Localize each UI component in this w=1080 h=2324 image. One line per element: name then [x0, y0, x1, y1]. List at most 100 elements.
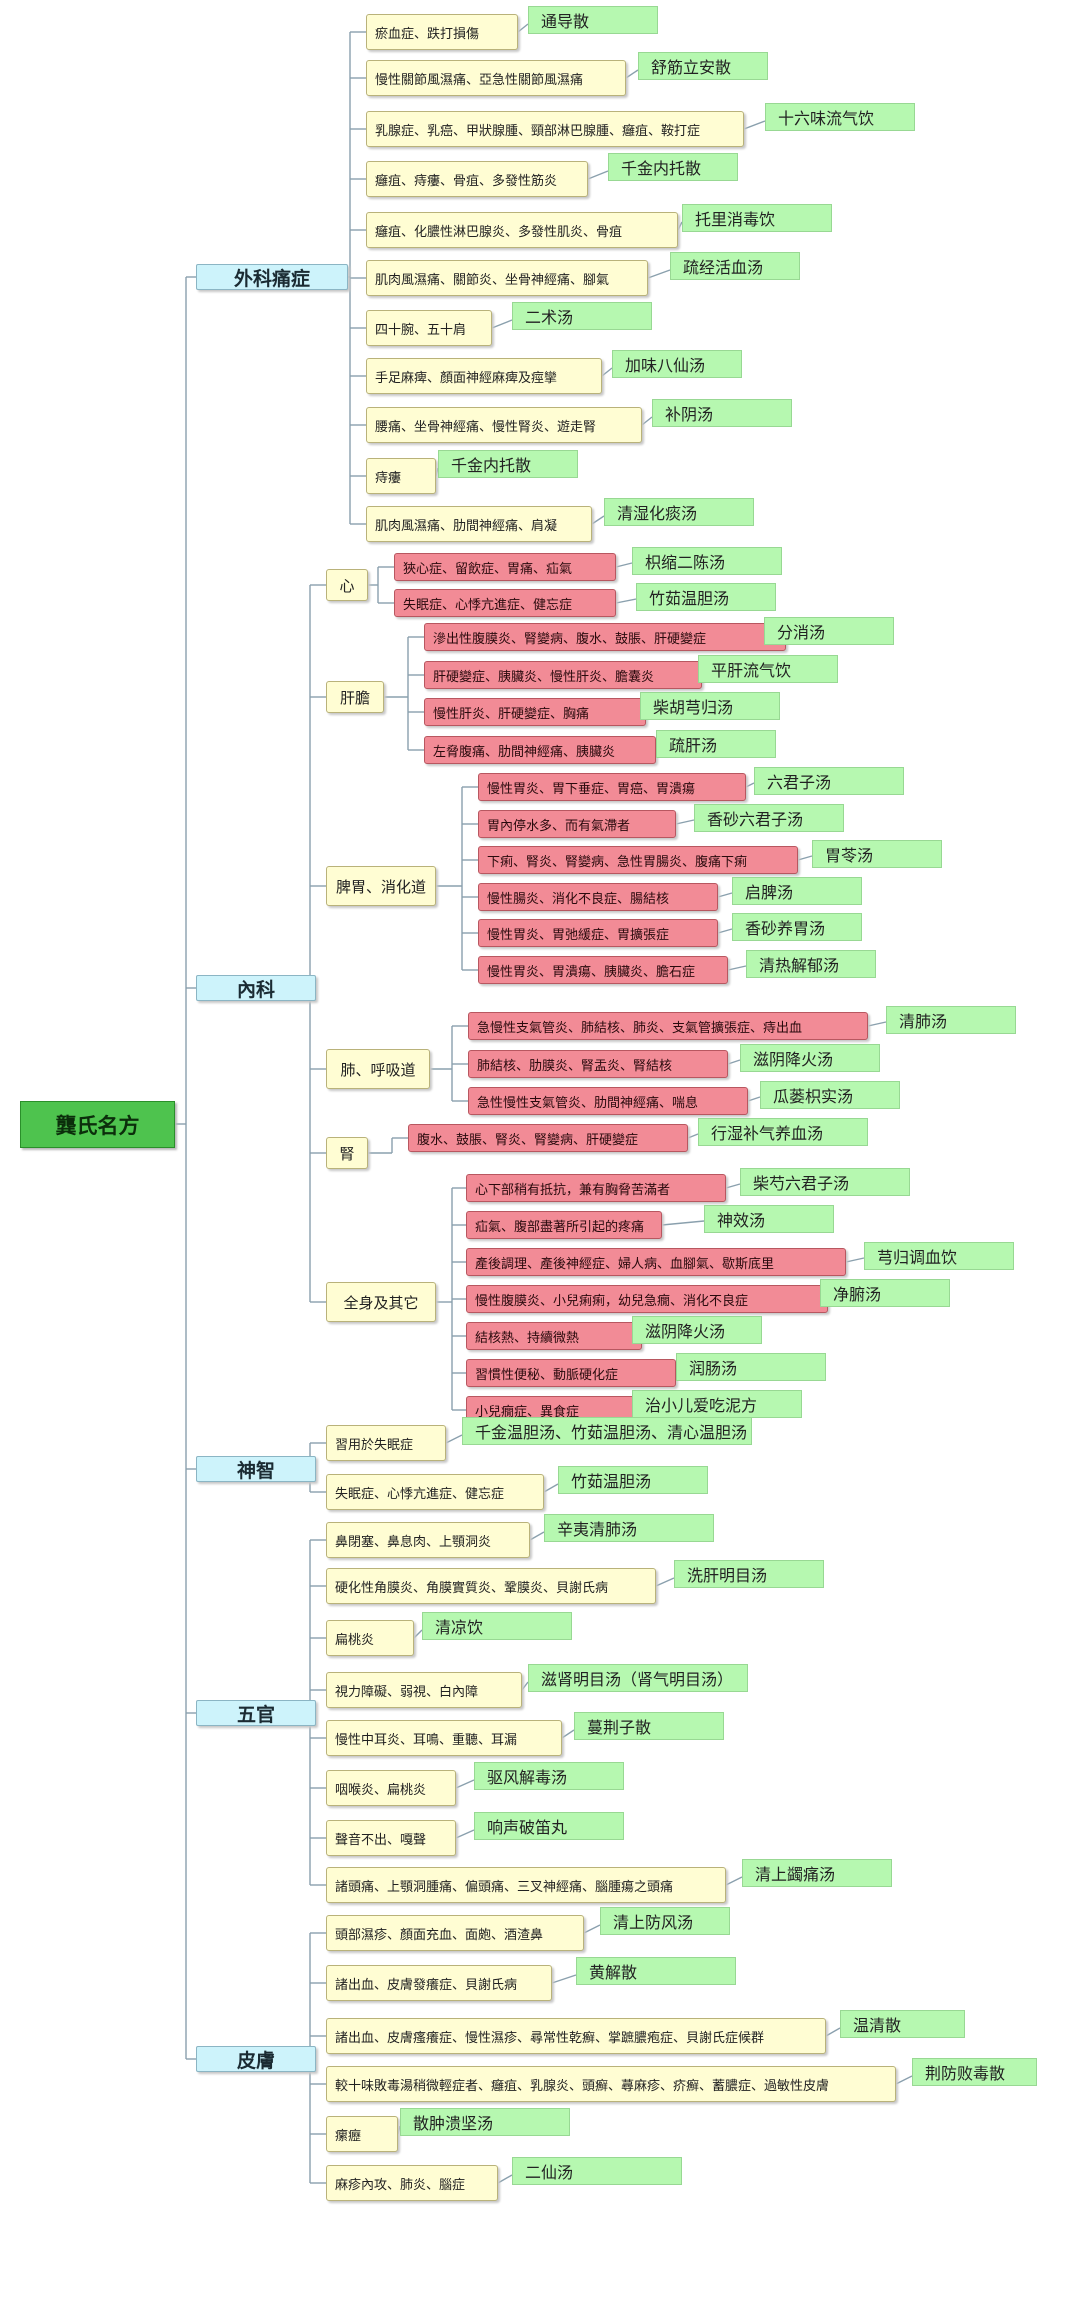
connector — [845, 1257, 865, 1263]
symptom-node: 硬化性角膜炎、角膜實質炎、鞏膜炎、貝謝氏病 — [326, 1568, 656, 1604]
connector — [529, 1531, 545, 1541]
connector — [717, 928, 733, 934]
prescription-node: 润肠汤 — [676, 1353, 826, 1381]
prescription-node: 竹茹温胆汤 — [558, 1466, 708, 1494]
prescription-node: 托里消毒饮 — [682, 204, 832, 232]
subcategory-0: 心 — [326, 569, 368, 601]
connector — [641, 416, 653, 426]
symptom-node: 下痢、腎炎、腎變病、急性胃腸炎、腹痛下痢 — [478, 846, 798, 874]
symptom-node: 胃內停水多、而有氣滯者 — [478, 810, 676, 838]
root-node: 龔氏名方 — [20, 1101, 175, 1148]
symptom-node: 疝氣、腹部盡著所引起的疼痛 — [466, 1211, 662, 1239]
prescription-node: 千金温胆汤、竹茹温胆汤、清心温胆汤 — [462, 1417, 752, 1445]
connector — [675, 819, 695, 825]
connector — [655, 1577, 675, 1587]
connector — [455, 1829, 475, 1839]
connector — [745, 782, 755, 788]
category-0: 外科痛症 — [196, 264, 348, 290]
prescription-node: 治小儿爱吃泥方 — [632, 1390, 802, 1418]
connector — [717, 892, 733, 898]
symptom-node: 慢性腸炎、消化不良症、腸結核 — [478, 883, 718, 911]
prescription-node: 神效汤 — [704, 1205, 834, 1233]
prescription-node: 舒筋立安散 — [638, 52, 768, 80]
prescription-node: 香砂六君子汤 — [694, 804, 844, 832]
connector — [661, 1220, 705, 1226]
prescription-node: 温清散 — [840, 2010, 965, 2038]
symptom-node: 諸出血、皮膚瘙癢症、慢性濕疹、尋常性乾癬、掌蹠膿疱症、貝謝氏症候群 — [326, 2018, 826, 2054]
prescription-node: 柴胡芎归汤 — [640, 692, 780, 720]
connector — [825, 2027, 841, 2037]
symptom-node: 視力障礙、弱視、白內障 — [326, 1672, 522, 1708]
subcategory-1: 肝膽 — [326, 681, 384, 713]
symptom-node: 慢性胃炎、胃下垂症、胃癌、胃潰瘍 — [478, 773, 746, 801]
symptom-node: 習用於失眠症 — [326, 1425, 446, 1461]
symptom-node: 心下部稍有抵抗，兼有胸脅苦滿者 — [466, 1174, 726, 1202]
prescription-node: 加味八仙汤 — [612, 350, 742, 378]
symptom-node: 麻疹內攻、肺炎、腦症 — [326, 2165, 498, 2201]
symptom-node: 癰疽、痔瘻、骨疽、多發性筋炎 — [366, 161, 588, 197]
symptom-node: 肝硬變症、胰臟炎、慢性肝炎、膽囊炎 — [424, 661, 702, 689]
connector — [551, 1974, 577, 1984]
prescription-node: 疏肝汤 — [656, 730, 776, 758]
prescription-node: 蔓荆子散 — [574, 1712, 724, 1740]
symptom-node: 癰疽、化膿性淋巴腺炎、多發性肌炎、骨疽 — [366, 212, 678, 248]
prescription-node: 净腑汤 — [820, 1279, 950, 1307]
connector — [561, 1729, 575, 1739]
symptom-node: 肌肉風濕痛、肋間神經痛、肩凝 — [366, 506, 592, 542]
prescription-node: 疏经活血汤 — [670, 252, 800, 280]
prescription-node: 清湿化痰汤 — [604, 498, 754, 526]
connector — [601, 367, 613, 377]
symptom-node: 扁桃炎 — [326, 1620, 414, 1656]
prescription-node: 二术汤 — [512, 302, 652, 330]
symptom-node: 腰痛、坐骨神經痛、慢性腎炎、遊走腎 — [366, 407, 642, 443]
connector — [583, 1924, 601, 1934]
prescription-node: 行湿补气养血汤 — [698, 1118, 868, 1146]
symptom-node: 頭部濕疹、顏面充血、面皰、酒渣鼻 — [326, 1915, 584, 1951]
symptom-node: 結核熱、持續微熱 — [466, 1322, 642, 1350]
prescription-node: 滋肾明目汤（肾气明目汤） — [528, 1664, 748, 1692]
prescription-node: 十六味流气饮 — [765, 103, 915, 131]
connector — [615, 562, 633, 568]
symptom-node: 手足麻痺、顏面神經麻痺及痙攣 — [366, 358, 602, 394]
prescription-node: 滋阴降火汤 — [740, 1044, 880, 1072]
prescription-node: 香砂养胃汤 — [732, 913, 862, 941]
subcategory-2: 脾胃、消化道 — [326, 866, 436, 906]
prescription-node: 清上防风汤 — [600, 1907, 730, 1935]
prescription-node: 洗肝明目汤 — [674, 1560, 824, 1588]
connector — [647, 269, 671, 279]
symptom-node: 習慣性便秘、動脈硬化症 — [466, 1359, 676, 1387]
prescription-node: 启脾汤 — [732, 877, 862, 905]
symptom-node: 鼻閉塞、鼻息肉、上顎洞炎 — [326, 1522, 530, 1558]
prescription-node: 清热解郁汤 — [746, 950, 876, 978]
symptom-node: 諸出血、皮膚發癢症、貝謝氏病 — [326, 1965, 552, 2001]
prescription-node: 平肝流气饮 — [698, 655, 838, 683]
connector — [895, 2075, 913, 2085]
prescription-node: 辛夷清肺汤 — [544, 1514, 714, 1542]
category-1: 內科 — [196, 975, 316, 1001]
connector — [625, 69, 639, 79]
symptom-node: 四十腕、五十肩 — [366, 310, 492, 346]
prescription-node: 滋阴降火汤 — [632, 1316, 762, 1344]
symptom-node: 痔瘻 — [366, 458, 436, 494]
symptom-node: 肺結核、肋膜炎、腎盂炎、腎結核 — [468, 1050, 728, 1078]
symptom-node: 諸頭痛、上顎洞腫痛、偏頭痛、三叉神經痛、腦腫瘍之頭痛 — [326, 1867, 726, 1903]
category-4: 皮膚 — [196, 2046, 316, 2072]
symptom-node: 失眠症、心悸亢進症、健忘症 — [394, 589, 616, 617]
subcategory-5: 全身及其它 — [326, 1282, 436, 1322]
category-3: 五官 — [196, 1700, 316, 1726]
connector — [497, 2174, 513, 2184]
prescription-node: 清肺汤 — [886, 1006, 1016, 1034]
symptom-node: 瘀血症、跌打損傷 — [366, 14, 518, 50]
prescription-node: 芎归调血饮 — [864, 1242, 1014, 1270]
symptom-node: 腹水、鼓脹、腎炎、腎變病、肝硬變症 — [408, 1124, 688, 1152]
prescription-node: 千金内托散 — [438, 450, 578, 478]
symptom-node: 慢性胃炎、胃潰瘍、胰臟炎、膽石症 — [478, 956, 728, 984]
connector — [543, 1483, 559, 1493]
symptom-node: 急性慢性支氣管炎、肋間神經痛、喘息 — [468, 1087, 748, 1115]
prescription-node: 分消汤 — [764, 617, 894, 645]
connector — [397, 2125, 401, 2135]
connector — [413, 1629, 423, 1639]
subcategory-4: 腎 — [326, 1137, 368, 1169]
subcategory-3: 肺、呼吸道 — [326, 1049, 430, 1089]
